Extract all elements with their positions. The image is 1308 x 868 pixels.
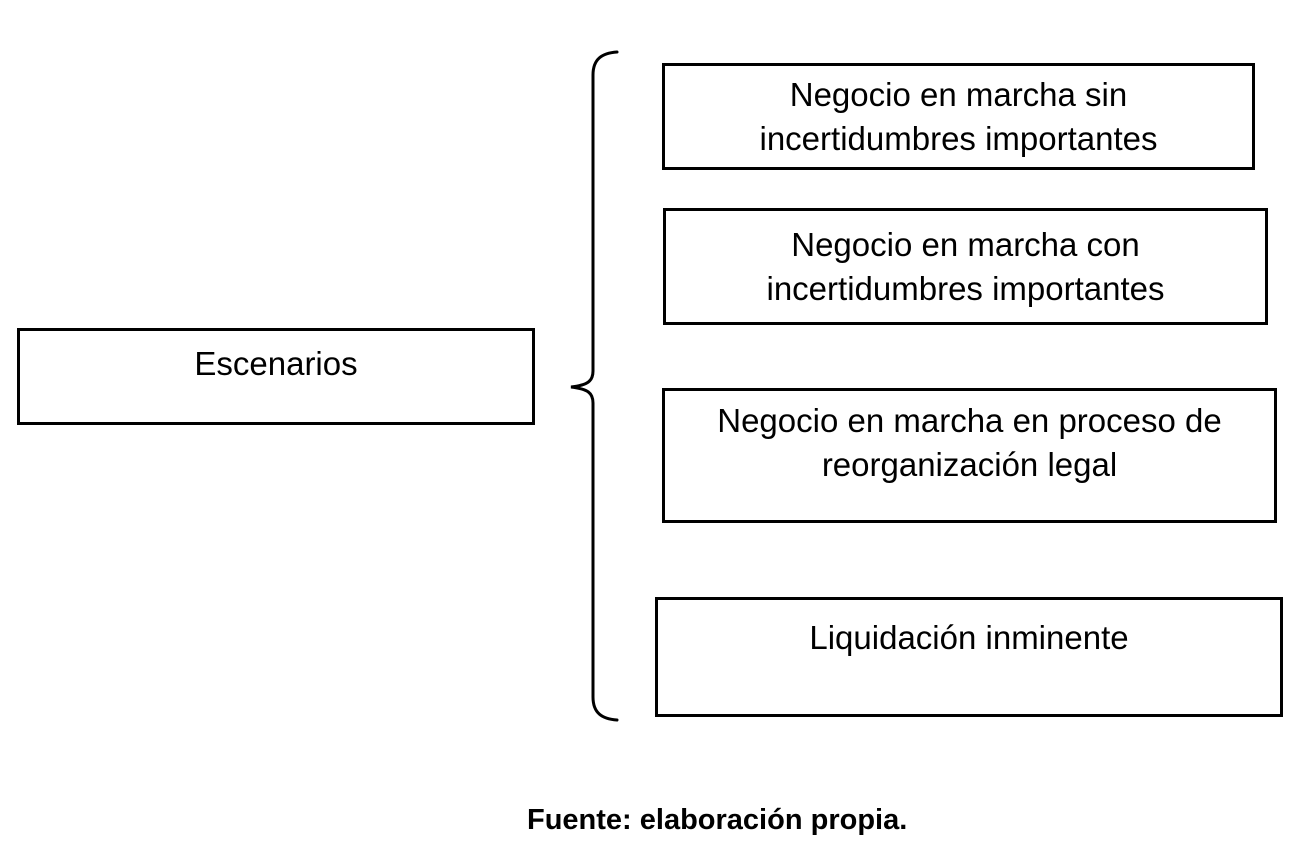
- scenario-label-3: Negocio en marcha en proceso de reorgani…: [717, 402, 1222, 483]
- curly-brace-connector: [570, 50, 619, 722]
- scenario-label-1: Negocio en marcha sin incertidumbres imp…: [759, 75, 1158, 157]
- root-box-label: Escenarios: [194, 345, 358, 382]
- scenario-box-4: Liquidación inminente: [655, 597, 1283, 717]
- scenario-label-2: Negocio en marcha con incertidumbres imp…: [766, 225, 1165, 307]
- scenario-box-2: Negocio en marcha con incertidumbres imp…: [663, 208, 1268, 325]
- scenario-box-1: Negocio en marcha sin incertidumbres imp…: [662, 63, 1255, 170]
- scenario-box-3: Negocio en marcha en proceso de reorgani…: [662, 388, 1277, 523]
- source-caption: Fuente: elaboración propia.: [527, 804, 908, 836]
- root-box-escenarios: Escenarios: [17, 328, 535, 425]
- scenario-label-4: Liquidación inminente: [809, 619, 1129, 656]
